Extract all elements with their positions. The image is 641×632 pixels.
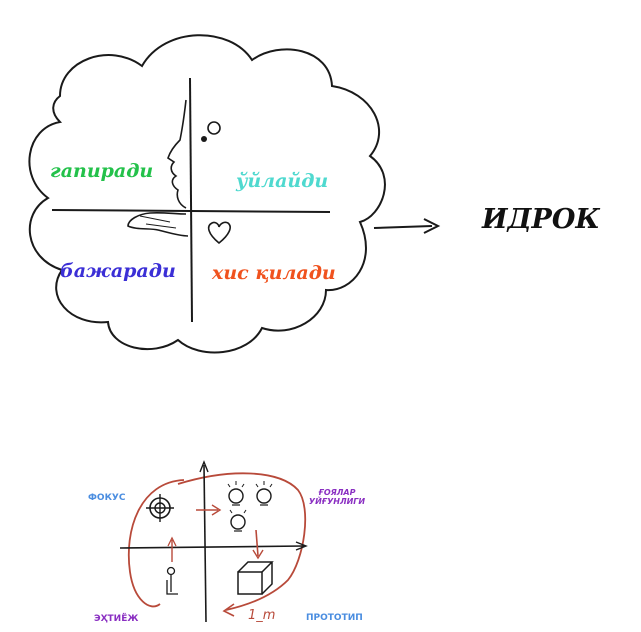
result-arrow	[373, 225, 433, 229]
label-need: ЭҲТИЁЖ	[94, 614, 139, 624]
result-label: ИДРОК	[482, 204, 600, 235]
label-prototype: ПРОТОТИП	[306, 613, 363, 623]
process-loop	[127, 472, 307, 611]
label-focus: ФОКУС	[88, 493, 126, 503]
cube-icon	[237, 561, 274, 595]
target-icon	[146, 494, 174, 522]
bottom-horizontal-axis	[119, 545, 305, 549]
perception-diagram	[28, 34, 441, 354]
label-feels: хис қилади	[212, 262, 336, 284]
lightbulb-icon-2	[255, 481, 273, 506]
face-profile-icon	[167, 99, 187, 209]
thought-bubble-icon	[207, 121, 221, 135]
heart-icon	[207, 221, 231, 245]
label-thinks: ўйлайди	[236, 170, 329, 192]
label-ideas-harmony: ҒОЯЛАР УЙҒУНЛИГИ	[308, 488, 366, 506]
lightbulb-icon	[227, 481, 245, 506]
horizontal-axis	[51, 209, 331, 213]
arrow-head-icon	[423, 218, 441, 234]
ideas-to-prototype-arrow	[255, 529, 259, 557]
handwritten-label: 1_m	[248, 608, 276, 623]
person-icon	[166, 566, 178, 595]
bottom-vertical-axis	[203, 464, 207, 623]
label-speaks: гапиради	[50, 160, 154, 182]
design-thinking-diagram	[119, 460, 308, 623]
hand-icon	[127, 211, 189, 237]
thought-bubble-small-icon	[201, 136, 207, 142]
lightbulb-icon-3	[229, 509, 247, 532]
thought-cloud	[28, 34, 386, 354]
label-does: бажаради	[60, 260, 176, 282]
vertical-axis	[189, 77, 193, 323]
